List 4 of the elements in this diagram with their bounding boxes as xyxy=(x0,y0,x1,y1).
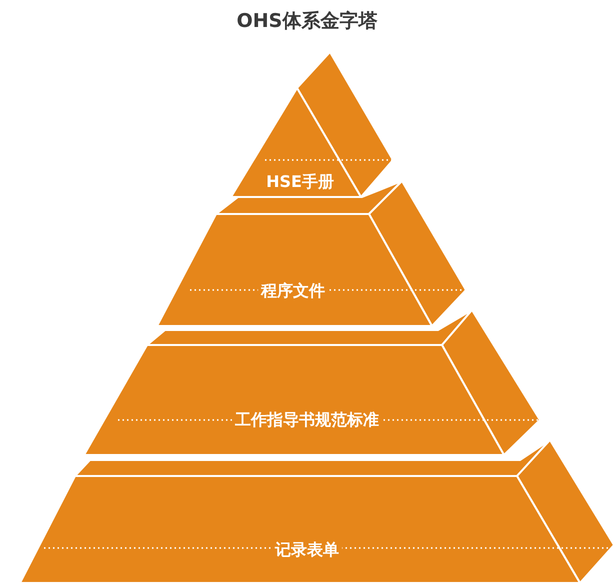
diagram-title: OHS体系金字塔 xyxy=(236,9,378,34)
layer-label: 程序文件 xyxy=(258,281,328,301)
layer-label: 工作指导书规范标准 xyxy=(232,410,382,430)
layer-label: 记录表单 xyxy=(272,540,342,560)
